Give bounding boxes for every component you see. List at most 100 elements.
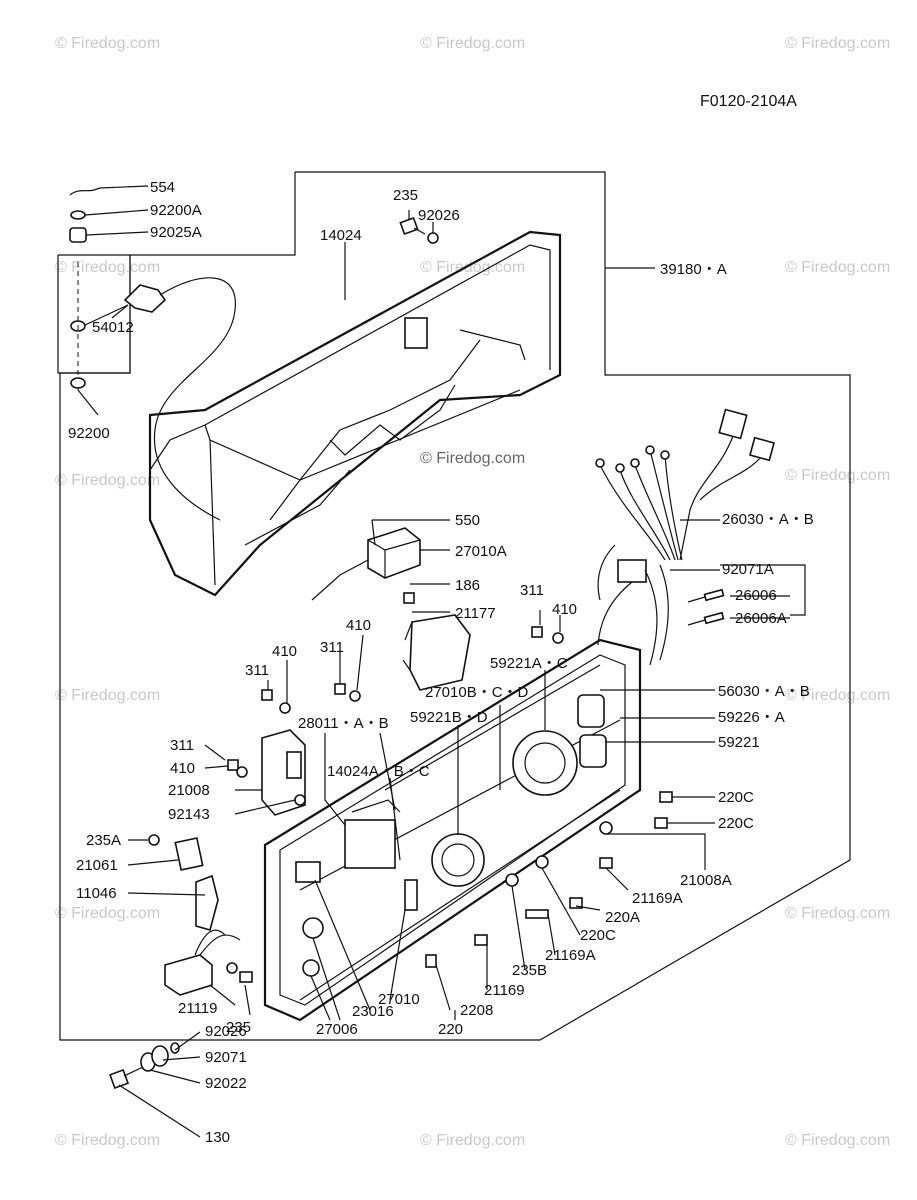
callout: 235 xyxy=(393,187,418,204)
callout: 21169A xyxy=(632,890,683,907)
callout: 26006A xyxy=(735,610,787,627)
callout: 21177 xyxy=(455,605,496,622)
callout: 11046 xyxy=(76,885,117,902)
callout: 59226・A xyxy=(718,709,785,726)
panel-slot xyxy=(404,879,418,911)
callout: 410 xyxy=(272,643,297,660)
watermark: © Firedog.com xyxy=(420,450,525,467)
callout: 92022 xyxy=(205,1075,247,1092)
callout: 311 xyxy=(320,639,344,656)
callout: 550 xyxy=(455,512,480,529)
callout: 92071A xyxy=(722,561,774,578)
watermark: © Firedog.com xyxy=(785,687,890,704)
callout: 186 xyxy=(455,577,480,594)
outlet-twistlock-2 xyxy=(512,730,578,796)
callout: 92143 xyxy=(168,806,210,823)
callout: 21169A xyxy=(545,947,596,964)
callout: 59221A・C xyxy=(490,655,568,672)
callout: 59221B・D xyxy=(410,709,488,726)
switch-21119 xyxy=(164,929,241,996)
watermark: © Firedog.com xyxy=(785,1132,890,1149)
callout: 311 xyxy=(170,737,194,754)
duplex-outlet-bottom xyxy=(579,734,607,768)
watermark: © Firedog.com xyxy=(420,259,525,276)
callout: 220 xyxy=(438,1021,463,1038)
housing-14024 xyxy=(148,230,562,597)
small-parts-boundary xyxy=(57,254,131,374)
callout: 130 xyxy=(205,1129,230,1146)
callout: 2208 xyxy=(460,1002,493,1019)
diagram-code: F0120-2104A xyxy=(700,93,797,110)
stack-parts-top xyxy=(69,187,101,389)
callout: 27006 xyxy=(316,1021,358,1038)
callout: 410 xyxy=(346,617,371,634)
watermark: © Firedog.com xyxy=(785,35,890,52)
callout: 14024 xyxy=(320,227,362,244)
watermark: © Firedog.com xyxy=(785,259,890,276)
callout: 220C xyxy=(580,927,616,944)
callout: 410 xyxy=(552,601,577,618)
harness-26030 xyxy=(595,408,775,666)
watermark: © Firedog.com xyxy=(785,905,890,922)
callout: 235A xyxy=(86,832,121,849)
watermark: © Firedog.com xyxy=(55,687,160,704)
callout: 220C xyxy=(718,789,754,806)
callout: 410 xyxy=(170,760,195,777)
callout: 21169 xyxy=(484,982,525,999)
callout: 28011・A・B xyxy=(298,715,389,732)
callout: 311 xyxy=(245,662,269,679)
callout: 21008 xyxy=(168,782,210,799)
control-panel xyxy=(263,638,642,1022)
callout: 54012 xyxy=(92,319,134,336)
callout: 235B xyxy=(512,962,547,979)
callout: 554 xyxy=(150,179,175,196)
callout: 23016 xyxy=(352,1003,394,1020)
callout: 92071 xyxy=(205,1049,247,1066)
watermark: © Firedog.com xyxy=(55,1132,160,1149)
module-28011 xyxy=(344,819,396,869)
callout: 92026 xyxy=(418,207,460,224)
callout: 26030・A・B xyxy=(722,511,814,528)
callout: 59221 xyxy=(718,734,760,751)
callout: 220A xyxy=(605,909,640,926)
callout: 39180・A xyxy=(660,261,727,278)
breaker-knob xyxy=(302,917,324,939)
callout-labels: 554 92200A 92025A 54012 92200 235 92026 … xyxy=(68,179,814,1146)
callout: 235 xyxy=(226,1019,251,1036)
watermark: © Firedog.com xyxy=(420,35,525,52)
sensor-54012 xyxy=(70,262,236,521)
callout: 92200 xyxy=(68,425,110,442)
callout: 311 xyxy=(520,582,544,599)
terminals-26006 xyxy=(687,588,725,626)
callout: 56030・A・B xyxy=(718,683,810,700)
callout: 220C xyxy=(718,815,754,832)
small-hardware xyxy=(226,626,673,983)
bolt-top xyxy=(399,216,439,244)
watermark-layer: © Firedog.com © Firedog.com © Firedog.co… xyxy=(55,35,890,1149)
duplex-outlet-top xyxy=(577,694,605,728)
assembly-boundary xyxy=(59,171,851,1041)
module-27010A xyxy=(311,519,421,601)
breaker-21008 xyxy=(261,729,306,816)
callout: 92025A xyxy=(150,224,202,241)
outlet-twistlock-1 xyxy=(431,833,485,887)
watermark: © Firedog.com xyxy=(55,905,160,922)
callout: 27010A xyxy=(455,543,507,560)
watermark: © Firedog.com xyxy=(55,259,160,276)
watermark: © Firedog.com xyxy=(55,472,160,489)
callout: 92026 xyxy=(205,1023,247,1040)
callout: 14024A・B・C xyxy=(327,763,430,780)
housing-clip xyxy=(404,317,428,349)
panel-switch xyxy=(295,861,321,883)
callout: 21119 xyxy=(178,1000,218,1017)
watermark: © Firedog.com xyxy=(785,467,890,484)
callout: 21061 xyxy=(76,857,118,874)
callout: 27010 xyxy=(378,991,420,1008)
callout: 27010B・C・D xyxy=(425,684,529,701)
callout: 26006 xyxy=(735,587,777,604)
leader-lines xyxy=(77,185,806,1138)
bracket-21177 xyxy=(402,592,471,691)
watermark: © Firedog.com xyxy=(55,35,160,52)
bracket-21061 xyxy=(148,834,219,931)
